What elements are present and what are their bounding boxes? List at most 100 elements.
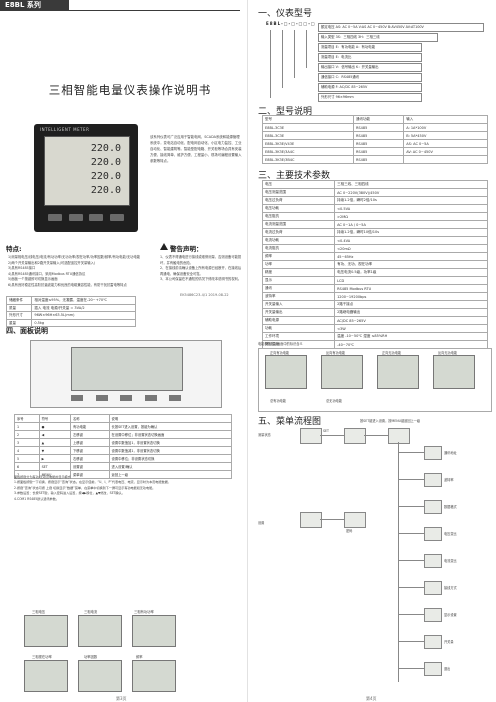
table-cell: 1200~19200bps — [334, 292, 488, 301]
table-cell: 开关量输出 — [261, 308, 336, 317]
table-cell: 功率 — [261, 260, 336, 269]
lcd-example — [132, 615, 176, 647]
flow-label: 退出 — [444, 667, 451, 671]
flow-box — [424, 554, 442, 568]
header-rule — [64, 10, 240, 11]
display-label: 正向无功电能 — [382, 351, 402, 355]
table-cell: 上移键 — [69, 438, 110, 447]
lcd-example — [24, 615, 68, 647]
flow-connector — [398, 533, 424, 534]
panel-key — [71, 395, 83, 401]
meter-buttons — [48, 214, 124, 221]
display-label: 反向无功电能 — [438, 351, 458, 355]
flow-box — [424, 527, 442, 541]
table-cell: 有功、无功、视在功率 — [334, 260, 488, 269]
section-heading: 二、型号说明 — [258, 107, 313, 117]
table-header: 名称 — [69, 414, 110, 423]
flow-label: 密码 — [346, 529, 353, 533]
flow-connector — [398, 560, 424, 561]
table-cell: 通讯 — [261, 284, 336, 293]
feature-item: 4)具有RS485通讯接口，采用Modbus RTU通信协议 — [8, 271, 86, 276]
table-cell: <0.5VA — [334, 204, 488, 213]
table-cell: RS485 — [352, 131, 405, 140]
display-label: 反向有功电能 — [326, 351, 346, 355]
table-row: 质量插入 电流 电源/开关量 = 3VA/2 — [5, 303, 136, 312]
table-cell: 储藏条件 — [5, 296, 33, 305]
table-cell: RS485 Modbus RTU — [334, 284, 488, 293]
lcd-caption: 功率因数 — [84, 655, 98, 659]
table-row: 电流过负荷持续1.2倍，瞬时10倍/10s — [261, 228, 488, 237]
flow-connector — [398, 479, 424, 480]
table-cell: 6 — [14, 462, 40, 471]
table-cell: 有功电能 — [69, 422, 110, 431]
table-cell: 4 — [14, 446, 40, 455]
table-cell: 质量 — [5, 303, 33, 312]
feature-item: 1)测量相电压/线电压/电流/有功功率/无功功率/视在功率/功率因数/频率/有功… — [8, 255, 141, 259]
table-cell: 温度 -10~50℃ 湿度 ≤85%RH — [334, 332, 488, 341]
lcd-example — [24, 660, 68, 692]
note-line: 2.按键“查询”状态可按 上键 切换显示“数据”菜单，在菜单中切换到下一屏可显示… — [14, 485, 156, 490]
flow-box — [344, 512, 366, 528]
table-cell: 1 — [14, 422, 40, 431]
flow-box — [424, 581, 442, 595]
table-cell: ▲ — [38, 438, 71, 447]
table-cell: 返回上一级 — [108, 470, 233, 479]
table-row: 电流阻抗<20mΩ — [261, 244, 488, 253]
table-cell: 96W×96H×63.5L(mm) — [31, 311, 136, 320]
note-line: 面板按键分为有功/无功及电能的显示模式 — [14, 475, 71, 479]
meter-lcd: 220.0 220.0 220.0 220.0 — [44, 136, 130, 206]
flow-connector — [364, 435, 388, 436]
lcd-example — [78, 660, 122, 692]
table-header-row: 型号通讯功能输入 — [262, 115, 488, 124]
table-cell: 设置中数值减1，非设置状态切换 — [108, 446, 233, 455]
table-row: 电流功耗<0.4VA — [261, 236, 488, 245]
table-cell: ▼ — [38, 446, 71, 455]
model-box: 测量项目 E：电流比 — [318, 53, 422, 62]
table-cell: AC 0~220V(380V)/450V — [334, 188, 488, 197]
flow-connector — [320, 435, 344, 436]
flow-label: 电流变比 — [444, 559, 457, 563]
table-cell: RS485 — [352, 147, 405, 156]
flow-label: 设置 — [258, 521, 265, 525]
feature-item: 2)两个开关量输出和2路开关量输入(可选配遥控开关量输入) — [8, 260, 96, 265]
panel-key — [120, 395, 132, 401]
flow-connector — [398, 641, 424, 642]
table-cell: AC 0~1A / 0~5A — [334, 220, 488, 229]
flow-connector — [398, 614, 424, 615]
table-cell: 2路干接点 — [334, 300, 488, 309]
table-cell: ◀ — [38, 430, 71, 439]
table-cell: 辅助电源 — [261, 316, 336, 325]
flow-label: 通讯地址 — [444, 451, 457, 455]
table-row: 4▼下移键设置中数值减1，非设置状态切换 — [14, 446, 233, 455]
table-cell: 3 — [14, 438, 40, 447]
table-cell: 长按SET进入设置，按键为确认 — [108, 422, 233, 431]
flow-label: 测量状态 — [258, 433, 271, 437]
display-caption: 电能表在显示画面中的标识含义 — [258, 342, 303, 346]
table-cell: ▶ — [38, 454, 71, 463]
table-cell: 2 — [14, 430, 40, 439]
meter-button — [68, 214, 83, 221]
display-label: 正向有功电能 — [270, 351, 290, 355]
table-row: 2◀左移键在设置中移位；非设置状态切换画面 — [14, 430, 233, 439]
lcd-example — [132, 660, 176, 692]
table-cell: 电流测量范围 — [261, 220, 336, 229]
lcd-examples-row-1 — [24, 615, 186, 647]
table-cell: 在设置中移位；非设置状态切换画面 — [108, 430, 233, 439]
table-row: 电压过负荷持续1.2倍，瞬时2倍/10s — [261, 196, 488, 205]
warning-heading: 警告声明： — [170, 245, 203, 253]
table-cell: B: 5A*450V — [403, 131, 488, 140]
table-cell: 设置中移位；非设置状态切换 — [108, 454, 233, 463]
table-cell: SET — [38, 462, 71, 471]
table-cell: 显示 — [261, 276, 336, 285]
key-notes: 面板按键分为有功/无功及电能的显示模式 1.按面板按键一下切换，按键显示“查询”… — [14, 475, 240, 502]
flow-box — [424, 446, 442, 460]
table-header: 通讯功能 — [352, 115, 405, 124]
